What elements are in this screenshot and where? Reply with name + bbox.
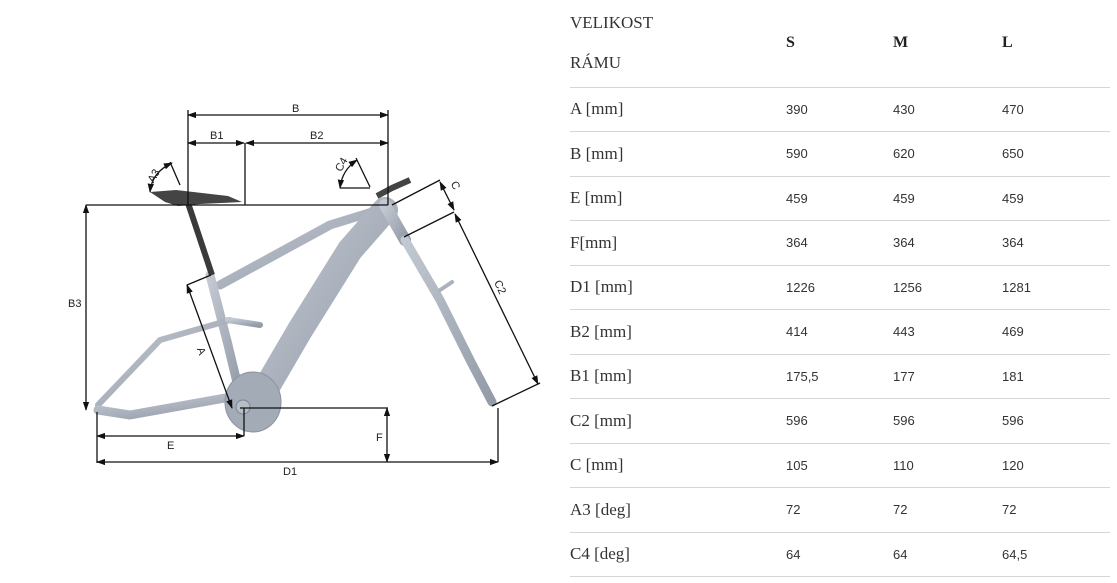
value-s: 390 xyxy=(786,101,808,117)
value-s: 1226 xyxy=(786,279,815,295)
row-label: F[mm] xyxy=(570,232,618,252)
table-row: C [mm] 105 110 120 xyxy=(570,443,1110,488)
value-l: 364 xyxy=(1002,235,1024,251)
value-s: 590 xyxy=(786,146,808,162)
value-m: 64 xyxy=(893,546,908,562)
seatpost xyxy=(185,202,215,276)
value-s: 105 xyxy=(786,457,808,473)
table-row: A [mm] 390 430 470 xyxy=(570,87,1110,132)
value-s: 414 xyxy=(786,324,808,340)
dimension-lines xyxy=(82,110,541,466)
value-l: 120 xyxy=(1002,457,1024,473)
frame-size-header: VELIKOST RÁMU xyxy=(570,0,786,87)
bike-frame-drawing: B B1 B2 A3 C4 C C2 B3 A E F D1 xyxy=(68,103,541,478)
value-m: 1256 xyxy=(893,279,922,295)
value-l: 596 xyxy=(1002,413,1024,429)
crank-axle xyxy=(235,399,251,415)
row-label: C4 [deg] xyxy=(570,544,630,564)
dim-label-b: B xyxy=(292,103,299,115)
row-label: C [mm] xyxy=(570,455,624,475)
value-m: 72 xyxy=(893,502,908,518)
dim-label-c: C xyxy=(448,179,462,191)
dim-label-e: E xyxy=(167,440,174,452)
stem xyxy=(375,177,412,199)
row-label: C2 [mm] xyxy=(570,410,632,430)
value-m: 459 xyxy=(893,190,915,206)
table-row: B [mm] 590 620 650 xyxy=(570,131,1110,177)
dim-label-b2: B2 xyxy=(310,130,323,142)
value-s: 459 xyxy=(786,190,808,206)
row-label: B2 [mm] xyxy=(570,321,632,341)
frame-shape xyxy=(93,197,497,420)
value-m: 110 xyxy=(893,457,914,473)
row-label: E [mm] xyxy=(570,188,623,208)
row-label: D1 [mm] xyxy=(570,277,633,297)
dim-label-c2: C2 xyxy=(491,278,508,296)
size-header-l: L xyxy=(1002,34,1013,52)
dim-label-b3: B3 xyxy=(68,298,81,310)
value-l: 64,5 xyxy=(1002,546,1028,562)
value-l: 459 xyxy=(1002,190,1024,206)
table-row: D1 [mm] 1226 1256 1281 xyxy=(570,265,1110,310)
table-row: C4 [deg] 64 64 64,5 xyxy=(570,532,1110,577)
table-row: B1 [mm] 175,5 177 181 xyxy=(570,354,1110,399)
table-header-row: VELIKOST RÁMU S M L xyxy=(570,0,1110,87)
frame-size-header-line2: RÁMU xyxy=(570,53,622,73)
frame-geometry-diagram: B B1 B2 A3 C4 C C2 B3 A E F D1 xyxy=(68,103,541,478)
frame-size-header-line1: VELIKOST xyxy=(570,13,654,33)
row-label: A3 [deg] xyxy=(570,499,631,519)
value-l: 72 xyxy=(1002,502,1017,518)
value-m: 620 xyxy=(893,146,915,162)
value-l: 650 xyxy=(1002,146,1024,162)
value-s: 64 xyxy=(786,546,801,562)
table-row: A3 [deg] 72 72 72 xyxy=(570,487,1110,533)
dim-label-d1: D1 xyxy=(283,466,297,478)
table-row: B2 [mm] 414 443 469 xyxy=(570,309,1110,355)
value-m: 177 xyxy=(893,368,915,384)
size-header-m: M xyxy=(893,34,909,52)
dim-label-c4: C4 xyxy=(333,156,350,174)
value-l: 469 xyxy=(1002,324,1024,340)
value-m: 364 xyxy=(893,235,915,251)
value-s: 72 xyxy=(786,502,801,518)
value-l: 1281 xyxy=(1002,279,1031,295)
value-m: 443 xyxy=(893,324,915,340)
dim-label-a: A xyxy=(194,346,208,358)
value-s: 596 xyxy=(786,413,808,429)
row-label: B [mm] xyxy=(570,143,624,163)
table-row: F[mm] 364 364 364 xyxy=(570,220,1110,266)
dim-label-a3: A3 xyxy=(146,167,163,185)
row-label: B1 [mm] xyxy=(570,366,632,386)
value-m: 596 xyxy=(893,413,915,429)
value-m: 430 xyxy=(893,101,915,117)
frame-size-table: VELIKOST RÁMU S M L A [mm] 390 430 470 B… xyxy=(570,0,1110,577)
motor-housing xyxy=(224,371,282,433)
table-row: C2 [mm] 596 596 596 xyxy=(570,398,1110,444)
value-l: 470 xyxy=(1002,101,1024,117)
table-row: E [mm] 459 459 459 xyxy=(570,176,1110,221)
row-label: A [mm] xyxy=(570,99,624,119)
dim-label-f: F xyxy=(376,432,383,444)
dim-label-b1: B1 xyxy=(210,130,223,142)
value-l: 181 xyxy=(1002,368,1024,384)
value-s: 364 xyxy=(786,235,808,251)
saddle xyxy=(150,190,242,206)
value-s: 175,5 xyxy=(786,368,819,384)
size-header-s: S xyxy=(786,34,795,52)
